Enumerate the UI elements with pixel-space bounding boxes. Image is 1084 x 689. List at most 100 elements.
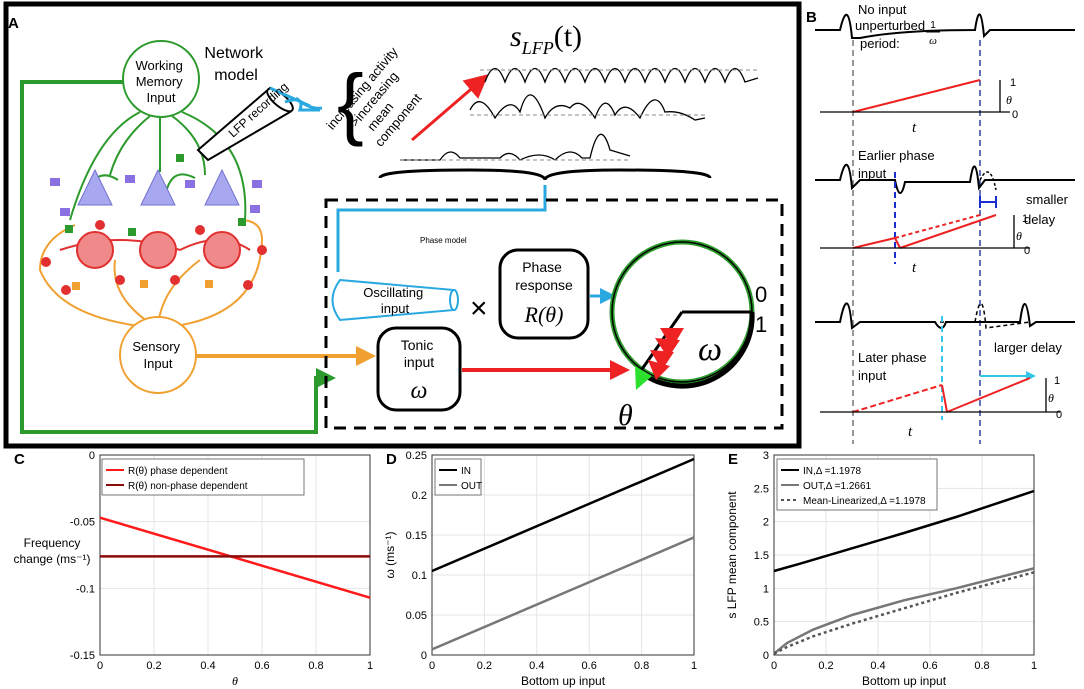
tonic-line1: Tonic: [401, 337, 434, 353]
x-tick-label: 0.6: [922, 660, 937, 672]
mean-lines: [400, 69, 760, 161]
y-tick-label: 2.5: [754, 483, 769, 495]
plot-frame: [431, 454, 695, 656]
x-tick-label: 0: [429, 660, 435, 672]
tonic-line2: input: [404, 354, 434, 370]
phase-model-label: Phase model: [420, 236, 467, 245]
network-model-line1: Network: [204, 45, 264, 62]
y-axis-label: ω (ms⁻¹): [383, 531, 397, 578]
pr-line1: Phase: [522, 259, 562, 275]
lfp-probe: [196, 85, 320, 162]
x-tick-label: 1: [1031, 660, 1037, 672]
red-arrowhead: [610, 360, 630, 380]
y-tick-label: 0: [89, 450, 95, 462]
y-tick-label: 1: [763, 583, 769, 595]
legend-label: R(θ) phase dependent: [128, 466, 228, 477]
smaller-line2: delay: [1024, 212, 1056, 227]
panel-letter-a: A: [8, 15, 19, 32]
under-brace: [378, 168, 712, 181]
svg-text:No input unperturbed: No input unperturbed period:: [855, 2, 929, 51]
y-tick-label: 1.5: [754, 550, 769, 562]
pr-line3: R(θ): [524, 302, 564, 327]
y-tick-label: 0.5: [754, 617, 769, 629]
earlier-line1: Earlier phase: [858, 148, 935, 163]
inhibitory-neurons: [41, 220, 267, 295]
phase-omega: ω: [698, 331, 722, 368]
svg-text:Oscillating input: Oscillating input: [363, 285, 427, 316]
svg-text:Tonic input: Tonic input: [401, 337, 438, 370]
y-tick-label: 0.1: [412, 570, 427, 582]
phase-kicks: [648, 328, 684, 380]
x-tick-label: 1: [367, 660, 373, 672]
y-tick-label: 3: [763, 450, 769, 462]
x-tick-label: 0.2: [477, 660, 492, 672]
oscillating-line2: input: [381, 301, 410, 316]
plot-frame: [99, 454, 371, 656]
phase-theta: θ: [618, 399, 633, 432]
legend-label: OUT,Δ =1.2661: [803, 481, 872, 492]
svg-text:t: t: [912, 120, 917, 136]
panel-b: B No input unperturbed period: 1 ω 1 θ 0…: [806, 2, 1075, 444]
earlier-line2: input: [858, 166, 887, 181]
y-tick-label: 0.05: [406, 610, 427, 622]
x-tick-label: 1: [691, 660, 697, 672]
trace-unperturbed: [815, 13, 1075, 39]
legend-box: [776, 458, 938, 511]
svg-text:1: 1: [1010, 77, 1016, 89]
series-line-0: [773, 489, 1035, 573]
larger-delay: larger delay: [994, 340, 1062, 355]
series-line-1: [431, 536, 695, 651]
x-axis-label: Bottom up input: [521, 674, 606, 688]
y-tick-label: 0.2: [412, 490, 427, 502]
y-tick-label: 2: [763, 517, 769, 529]
lfp-wire: [295, 96, 323, 110]
svg-text:Working Memory Inp: Working Memory Input: [135, 58, 186, 105]
svg-text:smaller delay: smaller delay: [1024, 192, 1072, 227]
series-line-1: [773, 567, 1035, 655]
lfp-traces: [400, 67, 759, 161]
x-axis-label: Bottom up input: [862, 674, 947, 688]
phase-one: 1: [755, 312, 767, 337]
wm-line3: Input: [147, 90, 176, 105]
legend-box: [434, 458, 482, 496]
phase-response-box: [498, 248, 590, 340]
svg-text:Earlier phase input: Earlier phase input: [858, 148, 938, 181]
oscillating-input-shape: [331, 278, 455, 322]
svg-text:Later phase input: Later phase input: [858, 350, 930, 383]
svg-text:0: 0: [1056, 409, 1062, 421]
multiply-symbol: ×: [470, 292, 488, 325]
panel-letter-c: C: [14, 451, 25, 468]
phase-pointer: [635, 366, 652, 390]
frac-den: ω: [929, 35, 937, 47]
y-tick-label: 0.25: [406, 450, 427, 462]
x-tick-label: 0.4: [529, 660, 544, 672]
svg-text:Phase response: Phase response: [515, 259, 573, 293]
legend-label: IN,Δ =1.1978: [803, 466, 862, 477]
trace-later: [815, 302, 1075, 330]
y-tick-label: 0.15: [406, 530, 427, 542]
later-line1: Later phase: [858, 350, 927, 365]
excitatory-neurons: [50, 154, 262, 290]
x-tick-label: 0.6: [582, 660, 597, 672]
trace-earlier: [815, 164, 1075, 194]
wm-line1: Working: [135, 58, 182, 73]
series-line-0: [99, 516, 371, 599]
x-tick-label: 0.2: [146, 660, 161, 672]
wm-line2: Memory: [136, 74, 183, 89]
tonic-input-box: [376, 326, 462, 412]
y-axis-label: Frequency: [24, 536, 81, 550]
svg-text:Network model: Network model: [204, 45, 267, 84]
x-tick-label: 0: [771, 660, 777, 672]
y-tick-label: -0.15: [70, 650, 95, 662]
sensory-line2: Input: [144, 356, 173, 371]
phase-arc: [638, 311, 755, 389]
series-line-2: [773, 571, 1035, 655]
left-brace: {: [337, 58, 364, 147]
svg-text:Sensory Input: Sensory Input: [132, 339, 183, 371]
sensory-input-node: [119, 316, 197, 394]
phase-model-box: [324, 198, 784, 430]
